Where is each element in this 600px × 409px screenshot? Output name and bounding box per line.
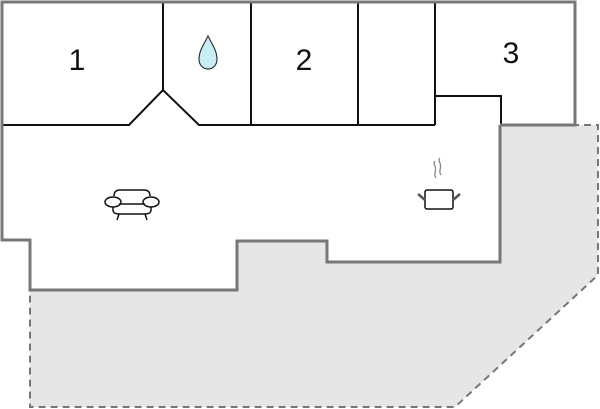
cooking-pot-icon: [417, 157, 461, 210]
outer-wall: [0, 0, 577, 292]
room-1-label: 1: [69, 44, 86, 77]
sofa-icon: [104, 189, 160, 221]
room-2-label: 2: [296, 44, 313, 77]
water-drop-icon: [198, 34, 218, 70]
interior-area: [2, 2, 575, 290]
room-3-label: 3: [503, 37, 520, 70]
